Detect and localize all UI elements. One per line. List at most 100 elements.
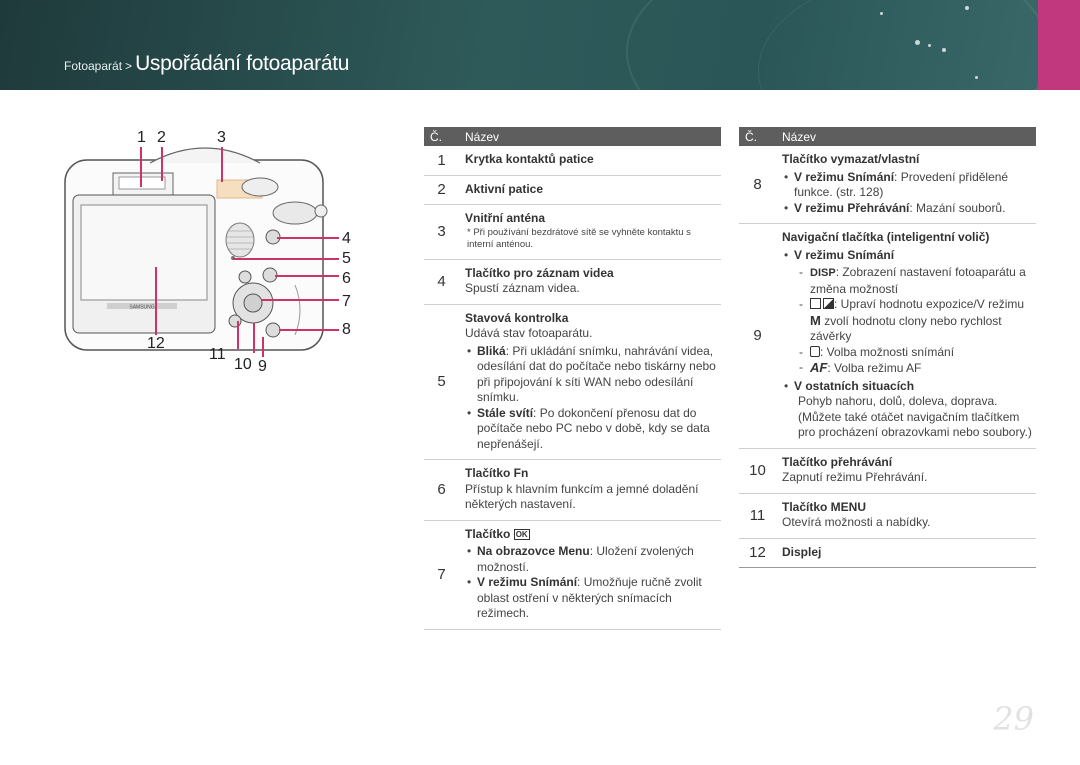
row-number: 12	[739, 538, 776, 568]
row-note: * Při používání bezdrátové sítě se vyhně…	[467, 226, 691, 251]
sparkle	[915, 40, 920, 45]
leader-line	[277, 237, 339, 239]
brand-logo: SAMSUNG	[129, 305, 154, 311]
list-item: : Upraví hodnotu expozice/V režimu M zvo…	[794, 297, 1032, 345]
leader-line	[233, 258, 339, 260]
sparkle	[928, 44, 931, 47]
page-number: 29	[993, 700, 1034, 738]
row-description: Otevírá možnosti a nabídky.	[782, 515, 931, 529]
table-row: 12 Displej	[739, 538, 1036, 568]
row-description: Zapnutí režimu Přehrávání.	[782, 470, 928, 484]
list-item: V režimu Snímání: Provedení přidělené fu…	[782, 170, 1032, 201]
table-row: 7 Tlačítko OK Na obrazovce Menu: Uložení…	[424, 520, 721, 630]
page-header: Fotoaparát>Uspořádání fotoaparátu	[0, 0, 1080, 90]
row-title: Krytka kontaktů patice	[465, 152, 594, 166]
row-title: Tlačítko vymazat/vlastní	[782, 152, 920, 166]
bullet-list: V ostatních situacích	[782, 379, 1032, 395]
row-description: Spustí záznam videa.	[465, 281, 580, 295]
callout-3: 3	[217, 129, 226, 146]
sparkle	[880, 12, 883, 15]
row-number: 3	[424, 204, 459, 260]
row-number: 6	[424, 459, 459, 521]
leader-line	[155, 267, 157, 335]
list-item: Bliká: Při ukládání snímku, nahrávání vi…	[465, 344, 717, 406]
callout-9: 9	[258, 358, 267, 375]
exposure-compensation-icon	[823, 298, 834, 309]
bullet-list: Bliká: Při ukládání snímku, nahrávání vi…	[465, 344, 717, 453]
table-header-row: Č. Název	[739, 127, 1036, 146]
row-title: Tlačítko MENU	[782, 499, 867, 514]
section-tab	[1038, 0, 1080, 90]
row-title: Displej	[782, 544, 822, 559]
row-description: Udává stav fotoaparátu.	[465, 326, 593, 340]
table-row: 2 Aktivní patice	[424, 175, 721, 205]
page-title: Uspořádání fotoaparátu	[135, 52, 350, 75]
callout-4: 4	[342, 230, 351, 247]
table-row: 8 Tlačítko vymazat/vlastní V režimu Sním…	[739, 146, 1036, 224]
row-title: Stavová kontrolka	[465, 310, 569, 325]
leader-line	[261, 299, 339, 301]
callout-1: 1	[137, 129, 146, 146]
camera-back-illustration: SAMSUNG 1 2 3 4 5 6 7 8 9 10 11 12	[55, 125, 355, 385]
row-number: 10	[739, 448, 776, 494]
leader-line	[221, 147, 223, 182]
row-number: 9	[739, 223, 776, 449]
leader-line	[237, 321, 239, 349]
list-item: AF: Volba režimu AF	[794, 360, 1032, 377]
row-number: 8	[739, 146, 776, 224]
callout-8: 8	[342, 321, 351, 338]
leader-line	[262, 337, 264, 357]
table-row: 5 Stavová kontrolka Udává stav fotoapará…	[424, 304, 721, 460]
manual-mode-icon: M	[810, 312, 821, 328]
table-row: 4 Tlačítko pro záznam videa Spustí zázna…	[424, 259, 721, 305]
callout-11: 11	[209, 346, 226, 363]
breadcrumb: Fotoaparát>Uspořádání fotoaparátu	[64, 52, 349, 76]
sparkle	[965, 6, 969, 10]
drive-mode-icon	[810, 345, 820, 357]
column-header-number: Č.	[424, 127, 459, 146]
breadcrumb-parent[interactable]: Fotoaparát	[64, 59, 123, 73]
camera-drawing: SAMSUNG	[64, 147, 328, 351]
row-description: Přístup k hlavním funkcím a jemné doladě…	[465, 481, 699, 512]
parts-table-right: Č. Název 8 Tlačítko vymazat/vlastní V re…	[739, 127, 1036, 568]
table-row: 6 Tlačítko Fn Přístup k hlavním funkcím …	[424, 459, 721, 521]
row-number: 5	[424, 304, 459, 460]
column-header-number: Č.	[739, 127, 776, 146]
bullet-list: V režimu Snímání	[782, 248, 1032, 264]
list-item: V režimu Přehrávání: Mazání souborů.	[782, 201, 1032, 217]
row-title: Vnitřní anténa	[465, 211, 546, 225]
af-icon: AF	[810, 360, 828, 375]
list-item: DISP: Zobrazení nastavení fotoaparátu a …	[794, 265, 1032, 297]
column-header-name: Název	[776, 127, 1036, 146]
leader-line	[279, 329, 339, 331]
row-number: 7	[424, 520, 459, 630]
ok-icon: OK	[513, 528, 530, 540]
bullet-list: Na obrazovce Menu: Uložení zvolených mož…	[465, 544, 717, 622]
row-number: 4	[424, 259, 459, 305]
header-decoration	[758, 0, 1080, 90]
row-title: Tlačítko přehrávání	[782, 454, 893, 469]
list-item: : Volba možnosti snímání	[794, 345, 1032, 361]
sparkle	[942, 48, 946, 52]
leader-line	[253, 323, 255, 353]
callout-5: 5	[342, 250, 351, 267]
list-item: V režimu Snímání	[782, 248, 1032, 264]
sparkle	[975, 76, 978, 79]
row-number: 2	[424, 175, 459, 205]
parts-table-left: Č. Název 1 Krytka kontaktů patice 2 Akti…	[424, 127, 721, 630]
leader-line	[140, 147, 142, 187]
callout-12: 12	[147, 335, 165, 352]
table-row: 1 Krytka kontaktů patice	[424, 146, 721, 176]
dash-list: DISP: Zobrazení nastavení fotoaparátu a …	[794, 265, 1032, 377]
exposure-icon	[810, 298, 821, 309]
callout-6: 6	[342, 270, 351, 287]
disp-icon: DISP	[810, 267, 836, 279]
list-item: V ostatních situacích	[782, 379, 1032, 395]
list-item: Stále svítí: Po dokončení přenosu dat do…	[465, 406, 717, 453]
table-row: 9 Navigační tlačítka (inteligentní volič…	[739, 223, 1036, 449]
row-number: 1	[424, 146, 459, 176]
table-header-row: Č. Název	[424, 127, 721, 146]
row-title: Aktivní patice	[465, 181, 544, 196]
callout-7: 7	[342, 293, 351, 310]
breadcrumb-separator: >	[125, 59, 133, 73]
